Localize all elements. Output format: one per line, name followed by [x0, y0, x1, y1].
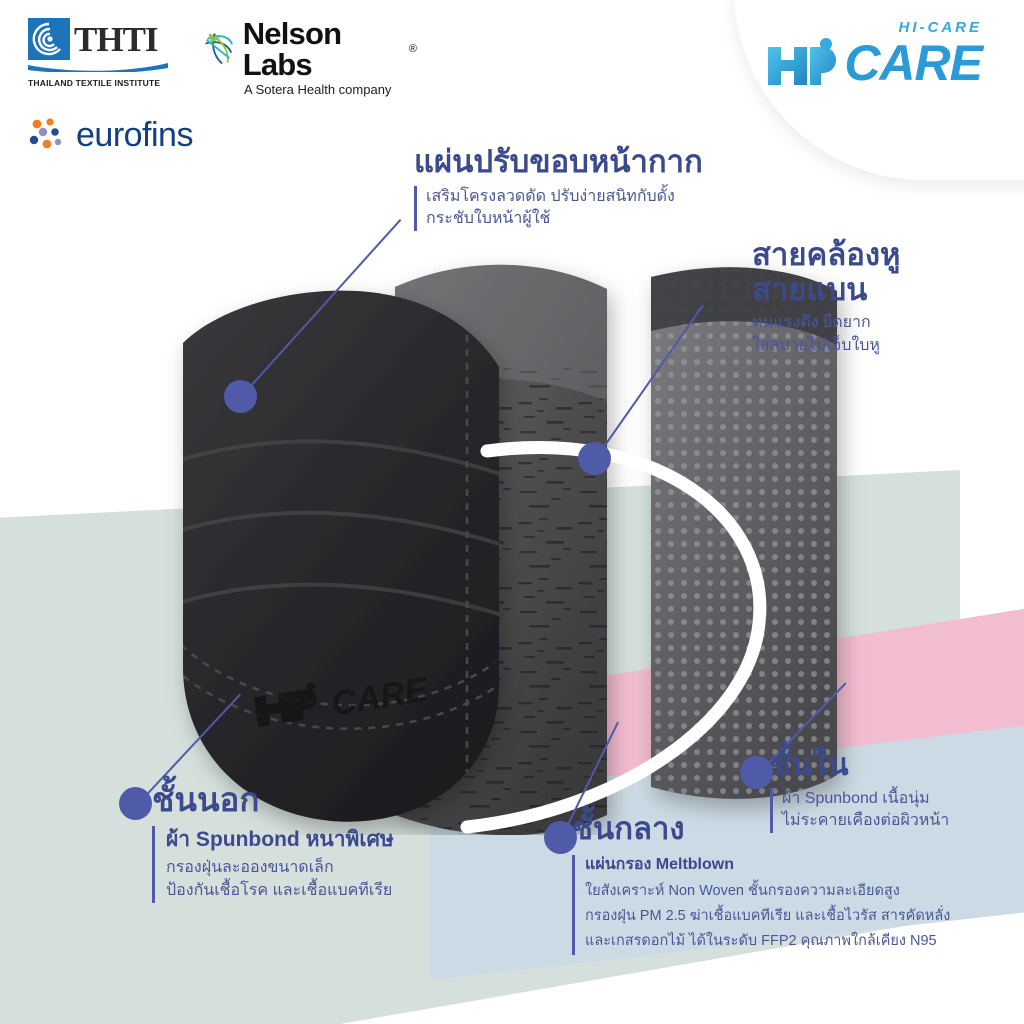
brand-wordmark: CARE: [844, 35, 983, 91]
callout-outer-layer: ชั้นนอก ผ้า Spunbond หนาพิเศษ กรองฝุ่นละ…: [152, 781, 482, 903]
callout-nose-bridge-title: แผ่นปรับขอบหน้ากาก: [414, 144, 703, 179]
thti-wordmark: THTI: [74, 19, 159, 59]
callout-inner-layer-title: ชั้นใน: [770, 747, 849, 782]
thti-lockup: THTI: [28, 18, 168, 60]
mask-product-illustration: CARE: [183, 264, 837, 835]
callout-middle-layer: ชั้นกลาง แผ่นกรอง Meltblown ใยสังเคราะห์…: [572, 811, 972, 955]
hicare-h-monogram-icon: [768, 38, 837, 85]
callout-outer-layer-subtitle: ผ้า Spunbond หนาพิเศษ: [166, 827, 394, 851]
nelson-labs-registered-mark: ®: [408, 42, 417, 55]
nelson-labs-caption: A Sotera Health company: [244, 82, 392, 97]
callout-middle-layer-title: ชั้นกลาง: [572, 811, 685, 846]
thti-spiral-icon: [28, 18, 70, 60]
callout-ear-loop: สายคล้องหู สายแบน ทนแรงดึง ยืดยาก ใส่สบา…: [752, 237, 1017, 358]
certification-row-primary: THTI THAILAND TEXTILE INSTITUTE: [28, 18, 448, 96]
callout-dot-inner: [740, 756, 773, 789]
nelson-labs-wordmark: Nelson Labs: [242, 16, 342, 82]
logo-nelson-labs: Nelson Labs ® A Sotera Health company: [202, 18, 417, 96]
ear-loop-strap: [460, 441, 767, 834]
callout-inner-layer-body: ผ้า Spunbond เนื้อนุ่ม ไม่ระคายเคืองต่อผ…: [770, 787, 1020, 834]
callout-dot-middle: [544, 821, 577, 854]
callout-outer-layer-stack: ผ้า Spunbond หนาพิเศษ กรองฝุ่นละอองขนาดเ…: [152, 825, 482, 903]
callout-ear-loop-body: ทนแรงดึง ยืดยาก ใส่สบายไม่เจ็บใบหู: [752, 314, 880, 355]
brand-logo: HI-CARE CARE: [766, 19, 983, 91]
callout-nose-bridge-body: เสริมโครงลวดดัด ปรับง่ายสนิทกับดั้ง กระช…: [414, 185, 744, 232]
nelson-labs-lockup: Nelson Labs ®: [202, 18, 417, 80]
brand-wordmark-row: CARE: [766, 35, 983, 91]
callout-ear-loop-title: สายคล้องหู สายแบน: [752, 237, 901, 307]
eurofins-wordmark: eurofins: [76, 116, 193, 154]
callout-nose-bridge: แผ่นปรับขอบหน้ากาก เสริมโครงลวดดัด ปรับง…: [414, 144, 744, 232]
logo-thti: THTI THAILAND TEXTILE INSTITUTE: [28, 18, 168, 88]
logo-eurofins: eurofins: [28, 118, 448, 152]
thti-wave-icon: [28, 63, 168, 74]
eurofins-dots-icon: [29, 118, 62, 149]
thti-caption: THAILAND TEXTILE INSTITUTE: [28, 78, 161, 88]
brand-superscript: HI-CARE: [898, 19, 982, 36]
callout-outer-layer-body: กรองฝุ่นละอองขนาดเล็ก ป้องกันเชื้อโรค แล…: [166, 859, 393, 899]
callout-outer-layer-title: ชั้นนอก: [152, 781, 260, 818]
certification-logos: THTI THAILAND TEXTILE INSTITUTE: [28, 18, 448, 152]
callout-middle-layer-stack: แผ่นกรอง Meltblown ใยสังเคราะห์ Non Wove…: [572, 854, 972, 955]
callout-inner-layer: ชั้นใน ผ้า Spunbond เนื้อนุ่ม ไม่ระคายเค…: [770, 747, 1020, 834]
callout-middle-layer-subtitle: แผ่นกรอง Meltblown: [585, 855, 734, 873]
callout-dot-earloop: [578, 442, 611, 475]
callout-dot-outer: [119, 787, 152, 820]
mask-layer-outer: CARE: [183, 290, 499, 822]
nelson-labs-globe-icon: [205, 33, 233, 65]
callout-dot-nosebridge: [224, 380, 257, 413]
callout-middle-layer-body: ใยสังเคราะห์ Non Woven ชั้นกรองความละเอี…: [585, 882, 951, 950]
